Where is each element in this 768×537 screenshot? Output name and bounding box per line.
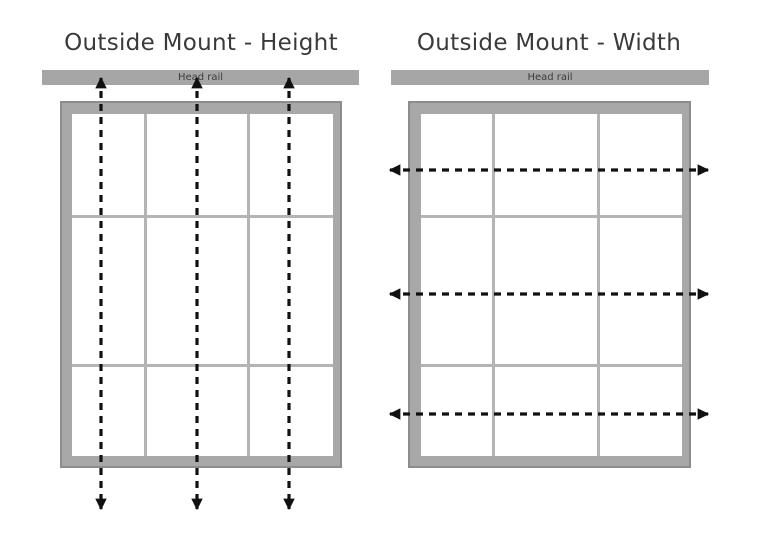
window-mullions-right bbox=[421, 114, 682, 456]
height-arrows bbox=[95, 76, 295, 511]
panel-title-height: Outside Mount - Height bbox=[64, 30, 338, 56]
panel-title-width: Outside Mount - Width bbox=[416, 30, 682, 56]
head-rail-width-panel: Head rail bbox=[391, 70, 709, 85]
head-rail-label: Head rail bbox=[527, 72, 573, 83]
width-arrows bbox=[388, 164, 710, 420]
